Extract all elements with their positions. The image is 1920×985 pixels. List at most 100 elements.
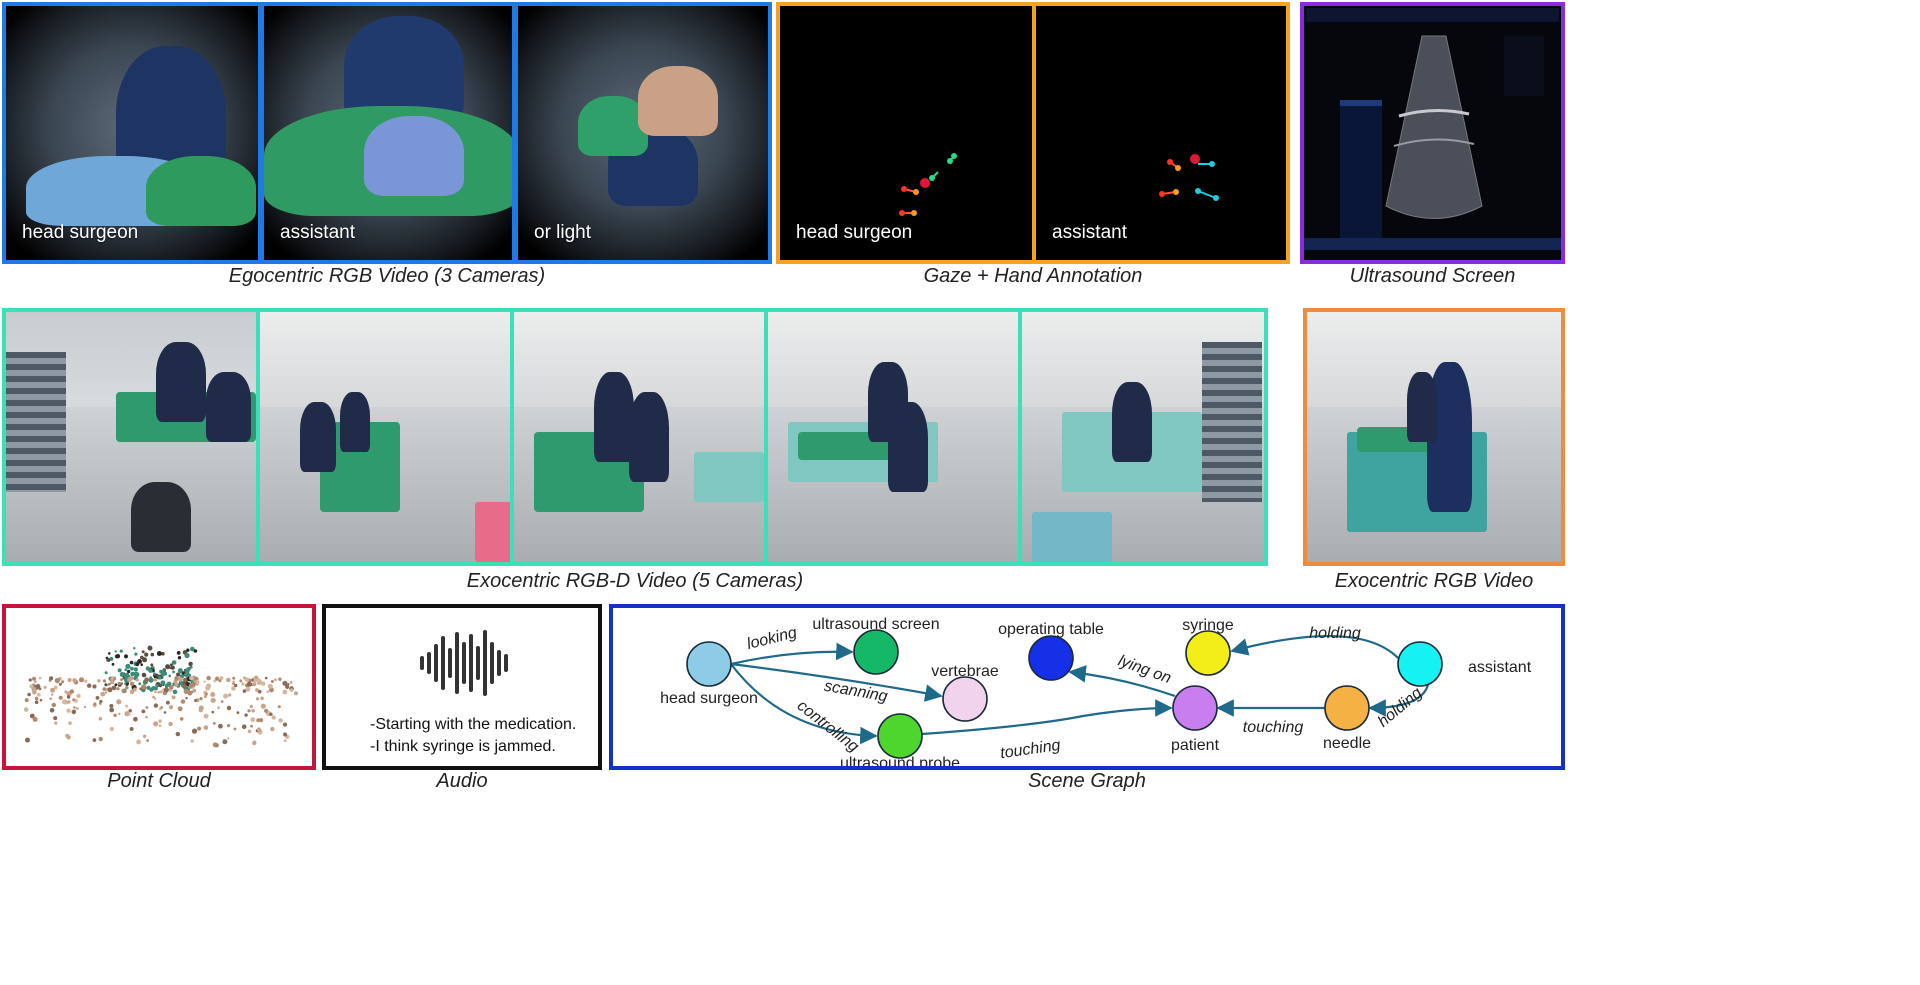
ego-tile-assistant: assistant <box>260 2 516 264</box>
point-cloud-point <box>99 699 103 703</box>
point-cloud-point <box>114 683 118 687</box>
point-cloud-point <box>198 708 203 713</box>
point-cloud-point <box>161 652 165 656</box>
gaze-caption: Gaze + Hand Annotation <box>923 265 1143 287</box>
point-cloud-point <box>126 669 131 674</box>
point-cloud-point <box>34 700 39 705</box>
point-cloud-point <box>179 717 184 721</box>
point-cloud-point <box>223 693 229 699</box>
point-cloud-point <box>227 737 230 740</box>
point-cloud-point <box>178 677 183 682</box>
point-cloud-point <box>104 683 108 687</box>
point-cloud-point <box>169 666 172 670</box>
point-cloud-point <box>233 727 237 731</box>
point-cloud-point <box>244 677 250 682</box>
ultrasound-screen-panel <box>1300 2 1565 264</box>
point-cloud-point <box>133 647 136 650</box>
exocentric-rgbd-panel <box>2 308 1268 566</box>
point-cloud-point <box>168 705 174 710</box>
point-cloud-point <box>219 676 224 680</box>
point-cloud-point <box>282 680 288 686</box>
point-cloud-scatter <box>23 645 298 748</box>
point-cloud-point <box>146 739 150 742</box>
point-cloud-point <box>177 706 183 712</box>
exo-rgbd-tile-3 <box>510 308 768 566</box>
point-cloud-point <box>242 689 247 693</box>
point-cloud-point <box>204 692 208 696</box>
gaze-hand-overlay <box>899 153 957 216</box>
point-cloud-point <box>107 682 111 686</box>
point-cloud-point <box>58 682 62 686</box>
point-cloud-point <box>141 650 145 654</box>
point-cloud-point <box>128 709 132 713</box>
ultrasound-image <box>1304 6 1561 260</box>
point-cloud-point <box>34 680 37 683</box>
scene-graph-edge <box>730 663 878 745</box>
point-cloud-point <box>188 661 193 667</box>
point-cloud-point <box>217 706 221 710</box>
point-cloud-point <box>190 646 195 652</box>
point-cloud-point <box>252 741 257 746</box>
point-cloud-point <box>185 696 188 700</box>
point-cloud-point <box>141 672 147 678</box>
point-cloud-point <box>184 652 190 659</box>
point-cloud-point <box>142 657 148 663</box>
point-cloud-point <box>160 680 166 686</box>
point-cloud-point <box>212 722 216 725</box>
point-cloud-point <box>144 677 149 682</box>
point-cloud-point <box>247 709 251 713</box>
point-cloud-point <box>116 699 122 705</box>
point-cloud-point <box>152 695 155 699</box>
point-cloud-point <box>102 687 107 691</box>
point-cloud-point <box>124 654 128 659</box>
point-cloud-point <box>54 678 60 684</box>
point-cloud-point <box>189 676 194 681</box>
point-cloud-point <box>49 697 52 700</box>
point-cloud-point <box>260 703 266 709</box>
point-cloud-point <box>186 648 190 652</box>
egocentric-video-panel: head surgeon assistant or light <box>2 2 772 264</box>
scene-graph-node-label: patient <box>1171 737 1220 754</box>
point-cloud-point <box>24 698 29 703</box>
point-cloud-point <box>50 693 54 696</box>
point-cloud-point <box>162 669 166 672</box>
point-cloud-point <box>93 702 97 706</box>
point-cloud-point <box>188 683 194 689</box>
point-cloud-point <box>210 697 216 703</box>
point-cloud-point <box>43 685 47 689</box>
point-cloud-point <box>241 682 245 686</box>
point-cloud-point <box>155 673 159 677</box>
point-cloud-caption: Point Cloud <box>107 770 211 792</box>
point-cloud-panel <box>2 604 316 770</box>
point-cloud-point <box>199 697 203 701</box>
point-cloud-point <box>153 721 159 727</box>
scene-graph-node <box>877 713 923 759</box>
point-cloud-point <box>136 739 142 745</box>
point-cloud-point <box>177 656 182 660</box>
point-cloud-point <box>108 652 111 655</box>
point-cloud-point <box>83 705 87 709</box>
audio-transcript-line: -I think syringe is jammed. <box>370 738 556 755</box>
point-cloud-point <box>132 687 137 692</box>
point-cloud-point <box>62 699 68 705</box>
point-cloud-point <box>142 734 147 738</box>
scene-graph-caption: Scene Graph <box>1028 770 1146 792</box>
point-cloud-point <box>153 690 157 694</box>
point-cloud-point <box>150 652 155 657</box>
gaze-tile-label: head surgeon <box>796 222 913 243</box>
point-cloud-point <box>140 663 143 666</box>
scene-graph-node <box>942 676 988 722</box>
scene-graph-node-label: assistant <box>1468 659 1532 676</box>
point-cloud-point <box>72 698 75 702</box>
point-cloud-point <box>49 676 54 681</box>
scene-graph-node <box>1397 641 1443 687</box>
point-cloud-point <box>264 708 269 713</box>
point-cloud-point <box>134 671 139 676</box>
point-cloud-point <box>226 677 231 683</box>
point-cloud-point <box>180 699 186 704</box>
audio-panel: -Starting with the medication. -I think … <box>322 604 602 770</box>
point-cloud-point <box>98 716 103 721</box>
point-cloud-point <box>266 690 270 693</box>
point-cloud-point <box>116 687 120 691</box>
